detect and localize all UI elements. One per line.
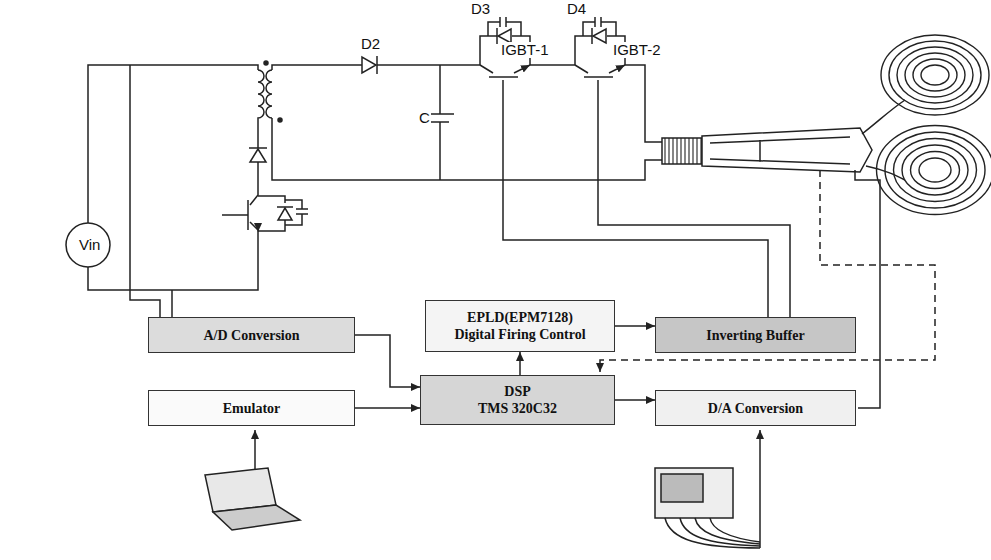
signal-arrow [355, 407, 420, 409]
signal-arrow [615, 325, 655, 327]
emulator-box: Emulator [148, 390, 355, 426]
box-text: A/D Conversion [203, 327, 299, 344]
box-text: TMS 320C32 [478, 400, 557, 417]
signal-arrow [615, 399, 655, 401]
converter-box: D/A Conversion [655, 390, 856, 426]
dsp-box: DSPTMS 320C32 [420, 375, 615, 425]
diode-label: D4 [566, 1, 587, 17]
capacitor-label: C [418, 110, 431, 126]
converter-box: A/D Conversion [148, 317, 355, 353]
signal-arrow [519, 352, 521, 375]
switch-label: IGBT-1 [500, 42, 550, 58]
box-text: Inverting Buffer [706, 327, 804, 344]
source-label: Vin [78, 237, 101, 253]
diode-label: D2 [360, 36, 381, 52]
firing-control-box: EPLD(EPM7128)Digital Firing Control [425, 300, 615, 352]
box-text: D/A Conversion [708, 400, 803, 417]
box-text: EPLD(EPM7128) [467, 309, 573, 326]
buffer-box: Inverting Buffer [655, 317, 856, 353]
box-text: Digital Firing Control [454, 326, 585, 343]
box-text: Emulator [223, 400, 281, 417]
signal-arrow [355, 335, 420, 387]
box-text: DSP [504, 383, 530, 400]
diode-label: D3 [470, 1, 491, 17]
switch-label: IGBT-2 [612, 42, 662, 58]
